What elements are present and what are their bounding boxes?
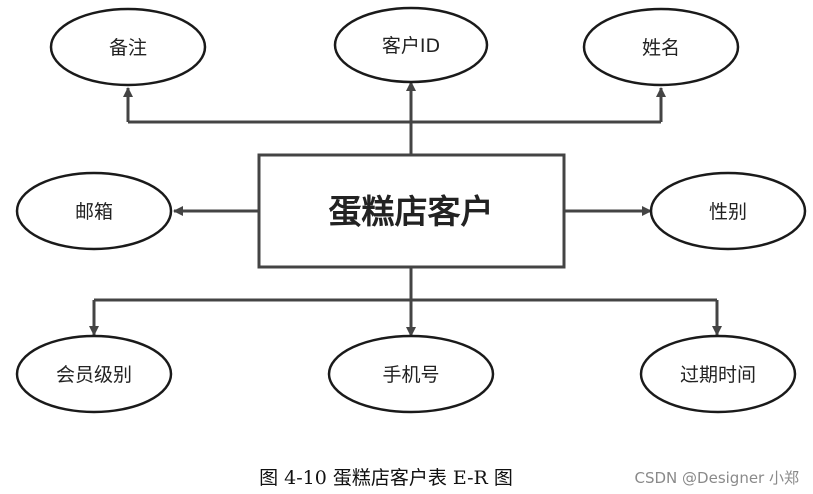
- attribute-name-ellipse: [582, 7, 740, 87]
- entity-box: [257, 153, 566, 269]
- attribute-gender-ellipse: [649, 171, 807, 251]
- figure-caption: 图 4-10 蛋糕店客户表 E-R 图: [259, 467, 513, 489]
- attribute-email-ellipse: [15, 171, 173, 251]
- watermark: CSDN @Designer 小郑: [635, 469, 800, 487]
- attribute-name: 姓名: [582, 7, 740, 87]
- attribute-remark: 备注: [49, 7, 207, 87]
- attribute-email: 邮箱: [15, 171, 173, 251]
- attribute-customer-id: 客户ID: [333, 6, 489, 84]
- entity-label: 蛋糕店客户: [329, 192, 494, 231]
- attribute-phone: 手机号: [327, 334, 495, 414]
- attribute-gender-label: 性别: [709, 201, 747, 223]
- attribute-member-level-ellipse: [15, 334, 173, 414]
- attribute-phone-ellipse: [327, 334, 495, 414]
- attribute-customer-id-ellipse: [333, 6, 489, 84]
- attribute-remark-label: 备注: [109, 37, 147, 59]
- entity-customer: 蛋糕店客户: [257, 153, 566, 269]
- attribute-expiry-time-label: 过期时间: [680, 364, 756, 386]
- attribute-member-level-label: 会员级别: [56, 364, 132, 386]
- attribute-member-level: 会员级别: [15, 334, 173, 414]
- attribute-expiry-time-ellipse: [639, 334, 797, 414]
- attribute-remark-ellipse: [49, 7, 207, 87]
- attribute-email-label: 邮箱: [75, 201, 113, 223]
- attribute-expiry-time: 过期时间: [639, 334, 797, 414]
- attribute-name-label: 姓名: [642, 37, 680, 59]
- attribute-customer-id-label: 客户ID: [382, 35, 440, 57]
- attribute-gender: 性别: [649, 171, 807, 251]
- attribute-phone-label: 手机号: [382, 364, 439, 386]
